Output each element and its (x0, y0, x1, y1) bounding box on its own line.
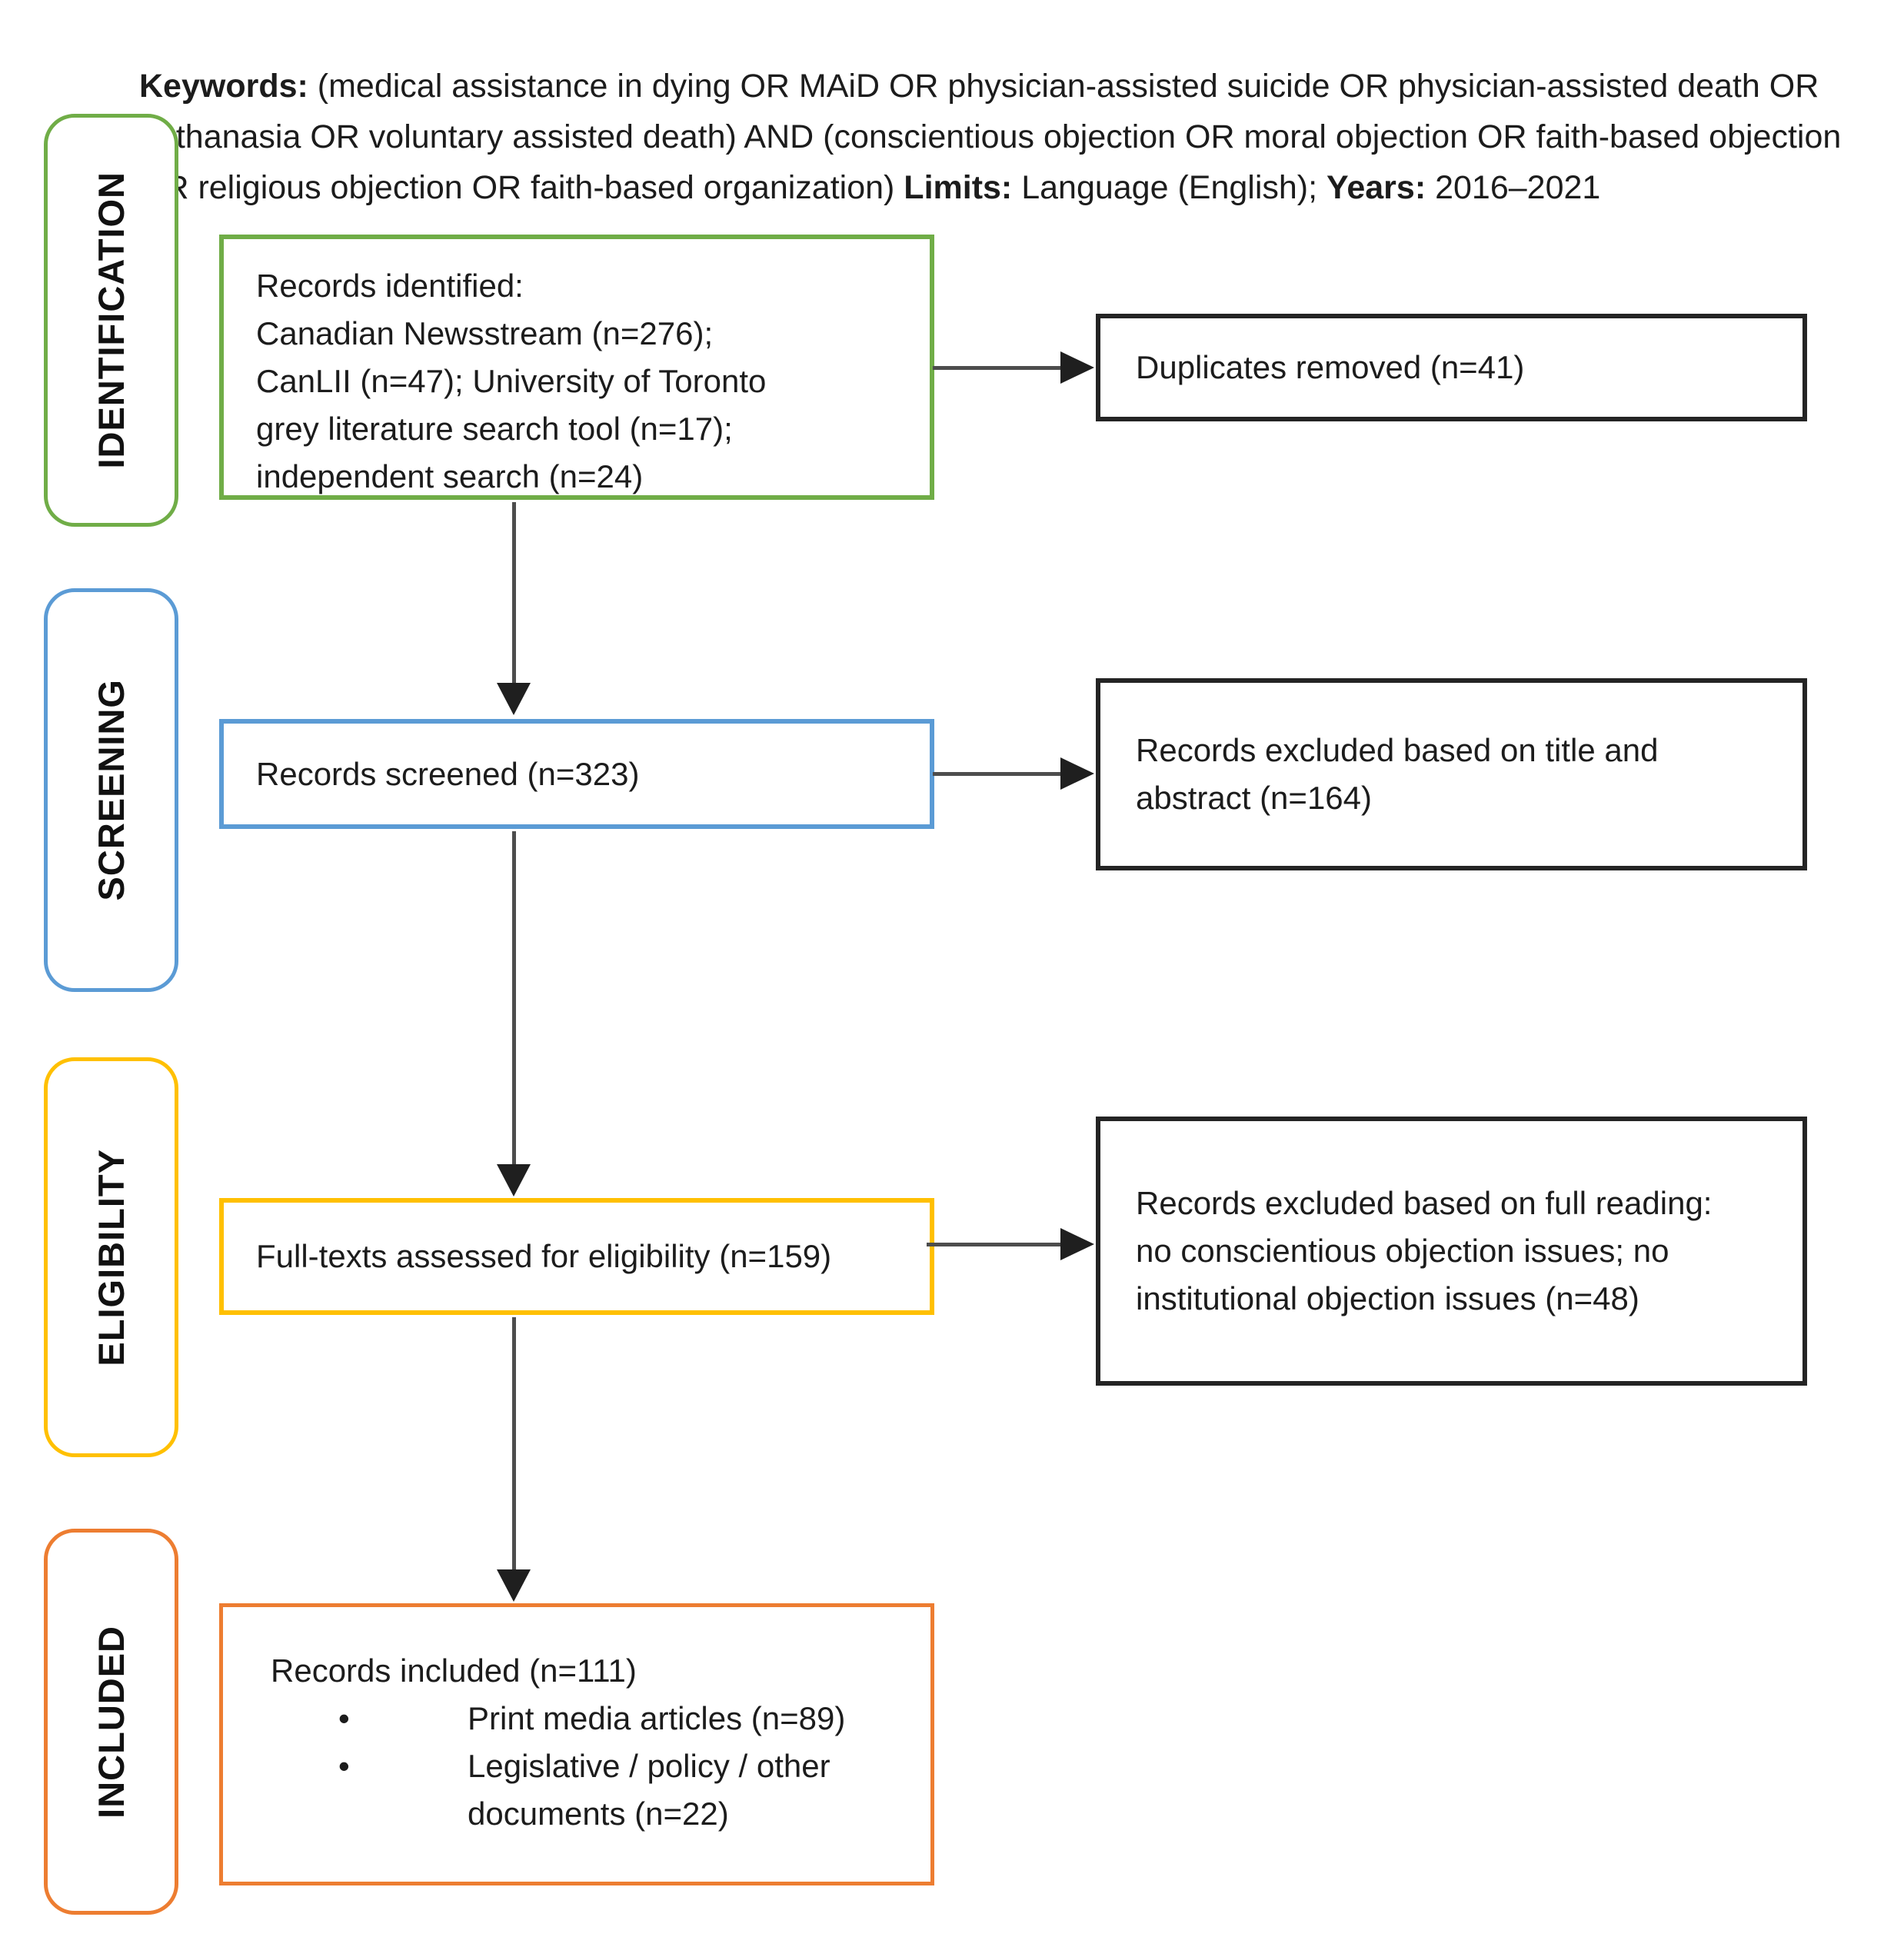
arrow-line (933, 366, 1062, 370)
search-strategy-text: Keywords: (medical assistance in dying O… (139, 61, 1885, 213)
years-label: Years: (1326, 169, 1426, 206)
limits-value: Language (English); (1012, 169, 1327, 206)
keywords-value: (medical assistance in dying OR MAiD OR … (139, 68, 1842, 206)
arrow-identified-to-duplicates (933, 351, 1094, 384)
excluded-title-abstract-line: abstract (n=164) (1136, 780, 1373, 816)
arrow-identified-to-screened (497, 502, 531, 715)
bullet-icon: • (338, 1700, 350, 1736)
records-identified-line: Canadian Newsstream (n=276); (256, 315, 714, 351)
records-screened-box: Records screened (n=323) (219, 719, 934, 829)
stage-label-identification-text: IDENTIFICATION (91, 171, 131, 469)
arrow-head-down-icon (497, 683, 531, 715)
stage-label-identification: IDENTIFICATION (44, 114, 178, 527)
records-identified-line: Records identified: (256, 268, 524, 304)
arrow-line (933, 772, 1062, 776)
keywords-label: Keywords: (139, 68, 308, 105)
excluded-full-reading-line: institutional objection issues (n=48) (1136, 1280, 1639, 1316)
records-identified-line: grey literature search tool (n=17); (256, 411, 733, 447)
included-bullet-item: • Legislative / policy / other documents… (271, 1742, 907, 1838)
included-bullet-text: Print media articles (n=89) (468, 1700, 846, 1736)
excluded-title-abstract-box: Records excluded based on title and abst… (1096, 678, 1807, 870)
arrow-head-down-icon (497, 1164, 531, 1196)
arrow-line (927, 1243, 1062, 1246)
arrow-head-right-icon (1060, 757, 1094, 790)
records-screened-text: Records screened (n=323) (256, 755, 640, 792)
excluded-full-reading-line: no conscientious objection issues; no (1136, 1233, 1669, 1269)
arrow-eligibility-to-excluded (927, 1228, 1094, 1260)
limits-label: Limits: (904, 169, 1013, 206)
records-included-title: Records included (n=111) (271, 1652, 637, 1689)
arrow-line (512, 831, 516, 1166)
stage-label-eligibility: ELIGIBILITY (44, 1057, 178, 1457)
fulltexts-assessed-text: Full-texts assessed for eligibility (n=1… (256, 1238, 832, 1274)
records-included-box: Records included (n=111) • Print media a… (219, 1603, 934, 1885)
included-bullet-text: Legislative / policy / other documents (… (468, 1748, 831, 1832)
excluded-full-reading-line: Records excluded based on full reading: (1136, 1185, 1713, 1221)
stage-label-included: INCLUDED (44, 1529, 178, 1915)
stage-label-eligibility-text: ELIGIBILITY (91, 1148, 131, 1366)
arrow-screened-to-excluded (933, 757, 1094, 790)
bullet-icon: • (338, 1748, 350, 1784)
records-identified-box: Records identified: Canadian Newsstream … (219, 235, 934, 500)
included-bullet-item: • Print media articles (n=89) (271, 1695, 907, 1742)
arrow-screened-to-eligibility (497, 831, 531, 1196)
years-value: 2016–2021 (1426, 169, 1601, 206)
stage-label-screening: SCREENING (44, 588, 178, 992)
arrow-eligibility-to-included (497, 1317, 531, 1602)
arrow-head-right-icon (1060, 351, 1094, 384)
excluded-title-abstract-line: Records excluded based on title and (1136, 732, 1659, 768)
duplicates-removed-text: Duplicates removed (n=41) (1136, 349, 1525, 385)
duplicates-removed-box: Duplicates removed (n=41) (1096, 314, 1807, 421)
arrow-head-down-icon (497, 1569, 531, 1602)
fulltexts-assessed-box: Full-texts assessed for eligibility (n=1… (219, 1198, 934, 1315)
stage-label-included-text: INCLUDED (91, 1625, 131, 1819)
arrow-head-right-icon (1060, 1228, 1094, 1260)
arrow-line (512, 1317, 516, 1571)
arrow-line (512, 502, 516, 684)
records-identified-line: independent search (n=24) (256, 458, 644, 494)
excluded-full-reading-box: Records excluded based on full reading: … (1096, 1117, 1807, 1386)
stage-label-screening-text: SCREENING (91, 679, 131, 901)
records-identified-line: CanLII (n=47); University of Toronto (256, 363, 767, 399)
